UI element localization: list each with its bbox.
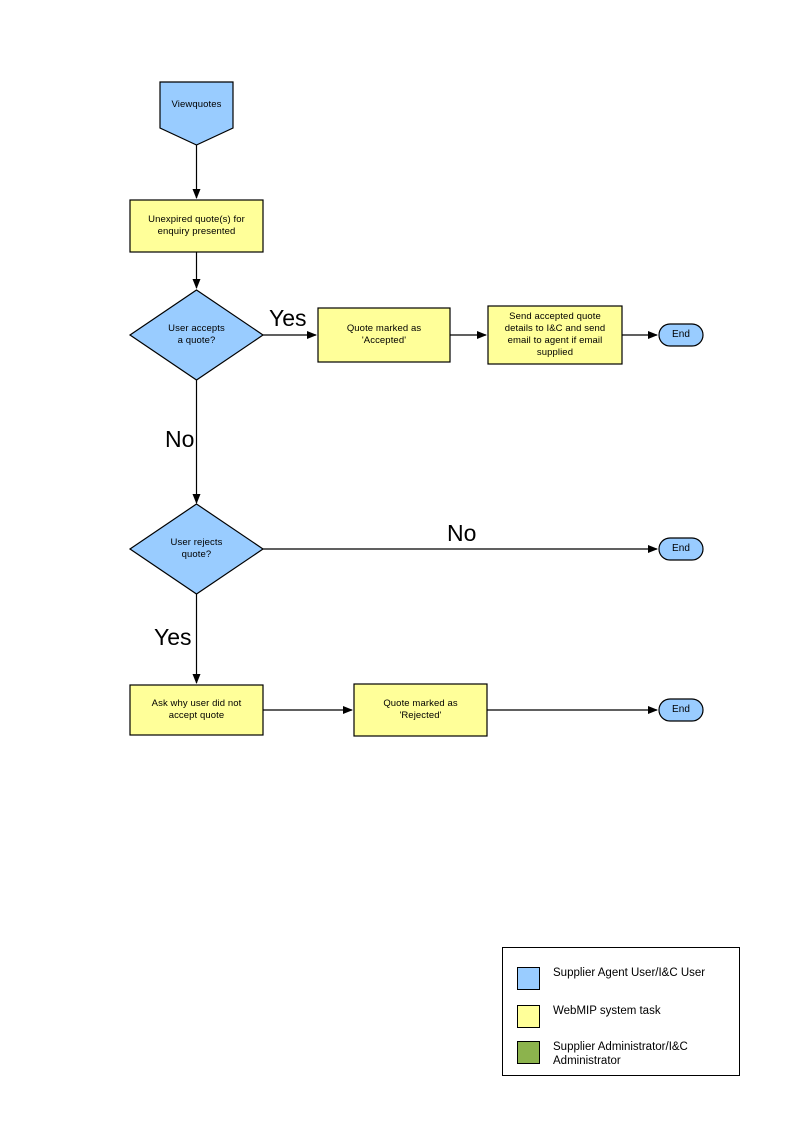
legend-label-webmip-system-task: WebMIP system task — [553, 1005, 661, 1017]
edge-label-no-user-accepts: No — [165, 426, 195, 452]
node-decision-user-accepts[interactable] — [128, 289, 265, 381]
legend-item-webmip-system-task: WebMIP system task — [517, 1005, 661, 1028]
node-start-viewquotes[interactable] — [159, 81, 234, 146]
node-end-1[interactable] — [658, 323, 704, 347]
node-quote-marked-rejected[interactable] — [353, 683, 488, 737]
node-decision-user-rejects[interactable] — [128, 503, 265, 595]
node-end-3[interactable] — [658, 698, 704, 722]
node-send-accepted-quote-details[interactable] — [487, 305, 623, 365]
legend-item-supplier-agent-user: Supplier Agent User/I&C User — [517, 967, 705, 990]
legend-label-supplier-administrator: Supplier Administrator/I&C Administrator — [553, 1041, 688, 1067]
edge-label-yes-user-accepts: Yes — [269, 305, 307, 331]
node-end-2[interactable] — [658, 537, 704, 561]
legend-swatch-blue — [517, 967, 540, 990]
legend-swatch-green — [517, 1041, 540, 1064]
legend-swatch-yellow — [517, 1005, 540, 1028]
edge-label-yes-user-rejects: Yes — [154, 624, 192, 650]
legend-label-supplier-agent-user: Supplier Agent User/I&C User — [553, 967, 706, 979]
edge-label-no-user-rejects: No — [447, 520, 477, 546]
connectors — [192, 145, 658, 714]
legend-item-supplier-administrator: Supplier Administrator/I&C Administrator — [517, 1041, 688, 1068]
node-unexpired-quotes[interactable] — [129, 199, 264, 253]
node-quote-marked-accepted[interactable] — [317, 307, 451, 363]
node-ask-why-not-accepted[interactable] — [129, 684, 264, 736]
legend: Supplier Agent User/I&C User WebMIP syst… — [502, 947, 740, 1076]
